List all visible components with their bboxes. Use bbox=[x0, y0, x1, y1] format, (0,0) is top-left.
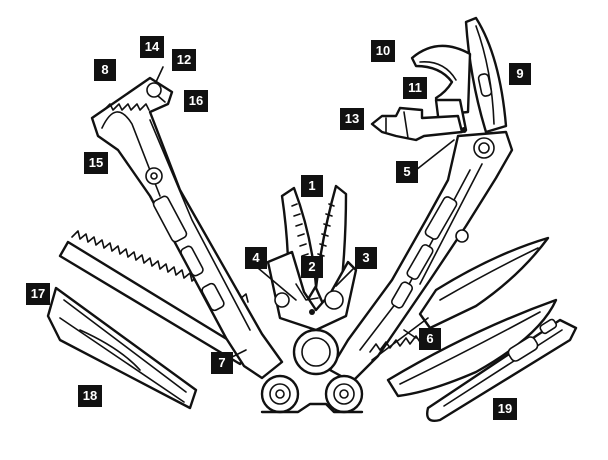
leader-lines bbox=[155, 66, 455, 359]
serrated-blade bbox=[371, 236, 550, 361]
pocket-clip bbox=[426, 318, 578, 422]
callout-16: 16 bbox=[184, 90, 208, 112]
callout-7: 7 bbox=[211, 352, 233, 374]
callout-11: 11 bbox=[403, 77, 427, 99]
callout-19: 19 bbox=[493, 398, 517, 420]
callout-2: 2 bbox=[301, 256, 323, 278]
pliers-head bbox=[266, 250, 358, 332]
hook-cutter bbox=[410, 44, 472, 114]
knife-blade bbox=[464, 16, 508, 134]
callout-10: 10 bbox=[371, 40, 395, 62]
callout-17: 17 bbox=[26, 283, 50, 305]
pivot-hub bbox=[260, 328, 364, 414]
callout-5: 5 bbox=[396, 161, 418, 183]
bit-driver bbox=[370, 106, 467, 142]
callout-4: 4 bbox=[245, 247, 267, 269]
callout-15: 15 bbox=[84, 152, 108, 174]
callout-9: 9 bbox=[509, 63, 531, 85]
callout-13: 13 bbox=[340, 108, 364, 130]
clip-blade bbox=[386, 298, 558, 398]
callout-3: 3 bbox=[355, 247, 377, 269]
file-tool bbox=[46, 286, 198, 410]
callout-14: 14 bbox=[140, 36, 164, 58]
callout-8: 8 bbox=[94, 59, 116, 81]
right-handle bbox=[328, 130, 514, 384]
callout-6: 6 bbox=[419, 328, 441, 350]
callout-12: 12 bbox=[172, 49, 196, 71]
left-handle bbox=[90, 76, 284, 380]
callout-1: 1 bbox=[301, 175, 323, 197]
callout-18: 18 bbox=[78, 385, 102, 407]
